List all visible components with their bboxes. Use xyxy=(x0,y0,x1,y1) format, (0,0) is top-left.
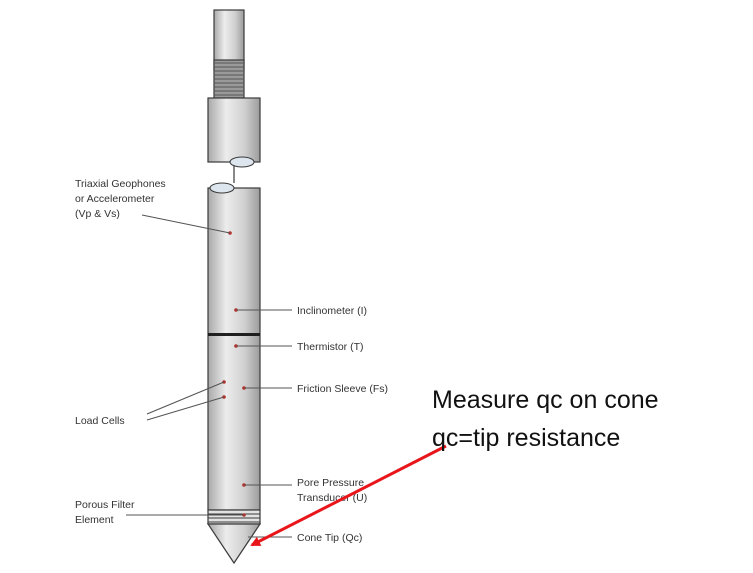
label-geophones-line1: Triaxial Geophones xyxy=(75,178,166,190)
joint-band xyxy=(208,333,260,336)
label-pore-pressure-line1: Pore Pressure xyxy=(297,477,364,489)
label-porous-filter-line2: Element xyxy=(75,514,114,526)
push-rod-top xyxy=(207,9,261,168)
label-inclinometer: Inclinometer (I) xyxy=(297,305,367,317)
label-cone-tip: Cone Tip (Qc) xyxy=(297,532,362,544)
label-thermistor: Thermistor (T) xyxy=(297,341,364,353)
leader-lines xyxy=(126,214,292,538)
label-load-cells: Load Cells xyxy=(75,415,125,427)
label-pore-pressure-line2: Transducer (U) xyxy=(297,492,367,504)
annotation-arrow xyxy=(250,444,447,547)
annotation-line1: Measure qc on cone xyxy=(432,386,659,414)
probe-body xyxy=(206,182,262,565)
threaded-coupling xyxy=(213,59,245,99)
cone-tip xyxy=(206,523,262,565)
label-geophones-line2: or Accelerometer xyxy=(75,193,155,205)
label-porous-filter-line1: Porous Filter xyxy=(75,499,135,511)
label-geophones-line3: (Vp & Vs) xyxy=(75,208,120,220)
porous-filter-band xyxy=(207,509,261,525)
label-friction-sleeve: Friction Sleeve (Fs) xyxy=(297,383,388,395)
annotation-line2: qc=tip resistance xyxy=(432,424,620,452)
